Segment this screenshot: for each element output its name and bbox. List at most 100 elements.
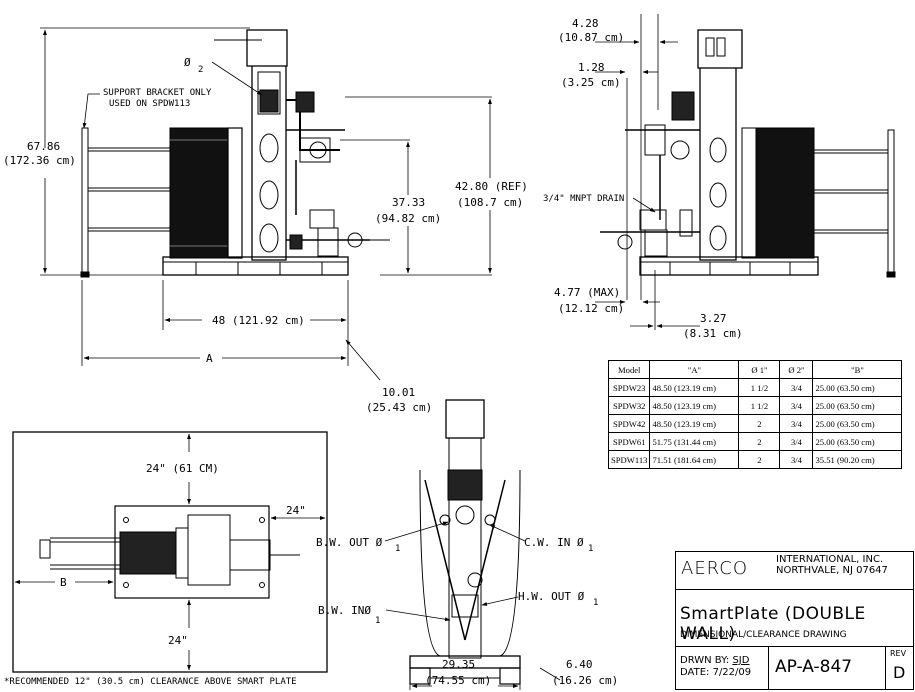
plan-view-dimensions xyxy=(14,433,326,671)
table-header: "A" xyxy=(649,360,740,379)
dim-overall-height-cm: (172.36 cm) xyxy=(3,154,76,167)
drawn-by-value: SJD xyxy=(732,655,750,666)
front-view xyxy=(80,29,390,278)
dim-24-top: 24" (61 CM) xyxy=(146,462,219,475)
date-value: 7/22/09 xyxy=(712,667,752,678)
drawing-title: SmartPlate (DOUBLE WALL) xyxy=(680,604,866,644)
table-header: "B" xyxy=(812,360,903,379)
table-cell: SPDW32 xyxy=(607,396,651,415)
table-cell: 25.00 (63.50 cm) xyxy=(812,432,903,451)
table-cell: SPDW42 xyxy=(607,414,651,433)
revision-value: D xyxy=(893,663,906,682)
rear-base xyxy=(409,655,521,669)
phi2-label: Ø xyxy=(184,56,191,69)
front-view-labels: 67.86 (172.36 cm) SUPPORT BRACKET ONLY U… xyxy=(3,56,528,414)
bw-out-label: B.W. OUT Ø xyxy=(316,536,383,549)
table-row: SPDW23 48.50 (123.19 cm) 1 1/2 3/4 25.00… xyxy=(607,378,903,397)
dim-640: 6.40 xyxy=(566,658,593,671)
cw-in-label: C.W. IN Ø xyxy=(524,536,584,549)
table-cell: 48.50 (123.19 cm) xyxy=(649,378,740,397)
drawing-subtitle: DIMENSIONAL/CLEARANCE DRAWING xyxy=(680,630,847,640)
dim-428-cm: (10.87 cm) xyxy=(558,31,624,44)
dim-128-cm: (3.25 cm) xyxy=(561,76,621,89)
table-cell: 3/4 xyxy=(779,432,814,451)
support-note-2: USED ON SPDW113 xyxy=(109,99,190,109)
company-address: INTERNATIONAL, INC. NORTHVALE, NJ 07647 xyxy=(776,554,888,576)
dim-24-right: 24" xyxy=(286,504,306,517)
plan-skid xyxy=(114,505,270,599)
dim-10-cm: (25.43 cm) xyxy=(366,401,432,414)
table-cell: 25.00 (63.50 cm) xyxy=(812,378,903,397)
table-row: SPDW61 51.75 (131.44 cm) 2 3/4 25.00 (63… xyxy=(607,432,903,451)
side-view xyxy=(600,29,896,278)
table-cell: 3/4 xyxy=(779,414,814,433)
title-block-info-row: DRWN BY: SJD DATE: 7/22/09 AP-A-847 REV … xyxy=(676,647,913,689)
title-block-company-row: AERCO INTERNATIONAL, INC. NORTHVALE, NJ … xyxy=(676,552,913,590)
dim-24-bottom: 24" xyxy=(168,634,188,647)
table-cell: 2 xyxy=(738,432,781,451)
plan-view-labels: 24" (61 CM) 24" 24" B *RECOMMENDED 12" (… xyxy=(4,462,306,687)
table-cell: 3/4 xyxy=(779,396,814,415)
dim-428: 4.28 xyxy=(572,17,599,30)
table-cell: 48.50 (123.19 cm) xyxy=(649,396,740,415)
table-cell: SPDW61 xyxy=(607,432,651,451)
revision-cell: REV D xyxy=(886,647,913,689)
controller-box xyxy=(246,29,288,67)
dim-37-cm: (94.82 cm) xyxy=(375,212,441,225)
bw-out-sub: 1 xyxy=(395,544,400,554)
table-cell: 2 xyxy=(738,450,781,469)
support-bracket xyxy=(80,127,170,278)
table-row: SPDW113 71.51 (181.64 cm) 2 3/4 35.51 (9… xyxy=(607,450,903,469)
cw-in-sub: 1 xyxy=(588,544,593,554)
table-cell: 1 1/2 xyxy=(738,396,781,415)
title-block-title-row: SmartPlate (DOUBLE WALL) DIMENSIONAL/CLE… xyxy=(676,590,913,647)
side-controller-box xyxy=(697,29,743,69)
dim-a: A xyxy=(206,352,213,365)
bw-in-sub: 1 xyxy=(375,616,380,626)
table-cell: 71.51 (181.64 cm) xyxy=(649,450,740,469)
company-line-1: INTERNATIONAL, INC. xyxy=(776,554,884,565)
rear-view-dimensions xyxy=(384,521,561,690)
table-cell: 35.51 (90.20 cm) xyxy=(812,450,903,469)
dim-128: 1.28 xyxy=(578,61,605,74)
hw-out-sub: 1 xyxy=(593,598,598,608)
title-block: AERCO INTERNATIONAL, INC. NORTHVALE, NJ … xyxy=(675,551,914,690)
plate-pack xyxy=(169,127,229,259)
dim-48: 48 (121.92 cm) xyxy=(212,314,305,327)
hw-out-label: H.W. OUT Ø xyxy=(518,590,585,603)
company-logo-text: AERCO xyxy=(681,558,749,579)
dim-b: B xyxy=(60,576,67,589)
drawn-by-block: DRWN BY: SJD DATE: 7/22/09 xyxy=(680,655,751,679)
support-note-1: SUPPORT BRACKET ONLY xyxy=(103,88,212,98)
clearance-note: *RECOMMENDED 12" (30.5 cm) CLEARANCE ABO… xyxy=(4,677,297,687)
side-view-dimensions xyxy=(595,14,700,330)
base-skid xyxy=(162,256,349,276)
side-base-skid xyxy=(639,256,819,276)
drawing-number-cell: AP-A-847 xyxy=(769,647,886,689)
table-cell: 2 xyxy=(738,414,781,433)
side-view-labels: 4.28 (10.87 cm) 1.28 (3.25 cm) 3/4" MNPT… xyxy=(543,17,743,340)
table-cell: 25.00 (63.50 cm) xyxy=(812,396,903,415)
drain-label: 3/4" MNPT DRAIN xyxy=(543,194,624,204)
table-header-row: Model "A" Ø 1" Ø 2" "B" xyxy=(607,360,903,379)
rear-controller-box xyxy=(445,399,485,439)
side-control-tower xyxy=(699,65,737,261)
revision-label: REV xyxy=(890,649,907,658)
rear-view xyxy=(409,399,521,685)
table-header: Ø 2" xyxy=(779,360,814,379)
table-cell: 1 1/2 xyxy=(738,378,781,397)
dim-640-cm: (16.26 cm) xyxy=(552,674,618,687)
table-cell: 25.00 (63.50 cm) xyxy=(812,414,903,433)
table-cell: 3/4 xyxy=(779,378,814,397)
table-row: SPDW42 48.50 (123.19 cm) 2 3/4 25.00 (63… xyxy=(607,414,903,433)
table-cell: SPDW113 xyxy=(607,450,651,469)
dim-37: 37.33 xyxy=(392,196,425,209)
model-dimension-table: Model "A" Ø 1" Ø 2" "B" SPDW23 48.50 (12… xyxy=(607,360,903,469)
table-header: Model xyxy=(607,360,651,379)
dim-477: 4.77 (MAX) xyxy=(554,286,620,299)
company-line-2: NORTHVALE, NJ 07647 xyxy=(776,565,888,576)
dim-overall-height: 67.86 xyxy=(27,140,60,153)
date-label: DATE: xyxy=(680,667,710,678)
